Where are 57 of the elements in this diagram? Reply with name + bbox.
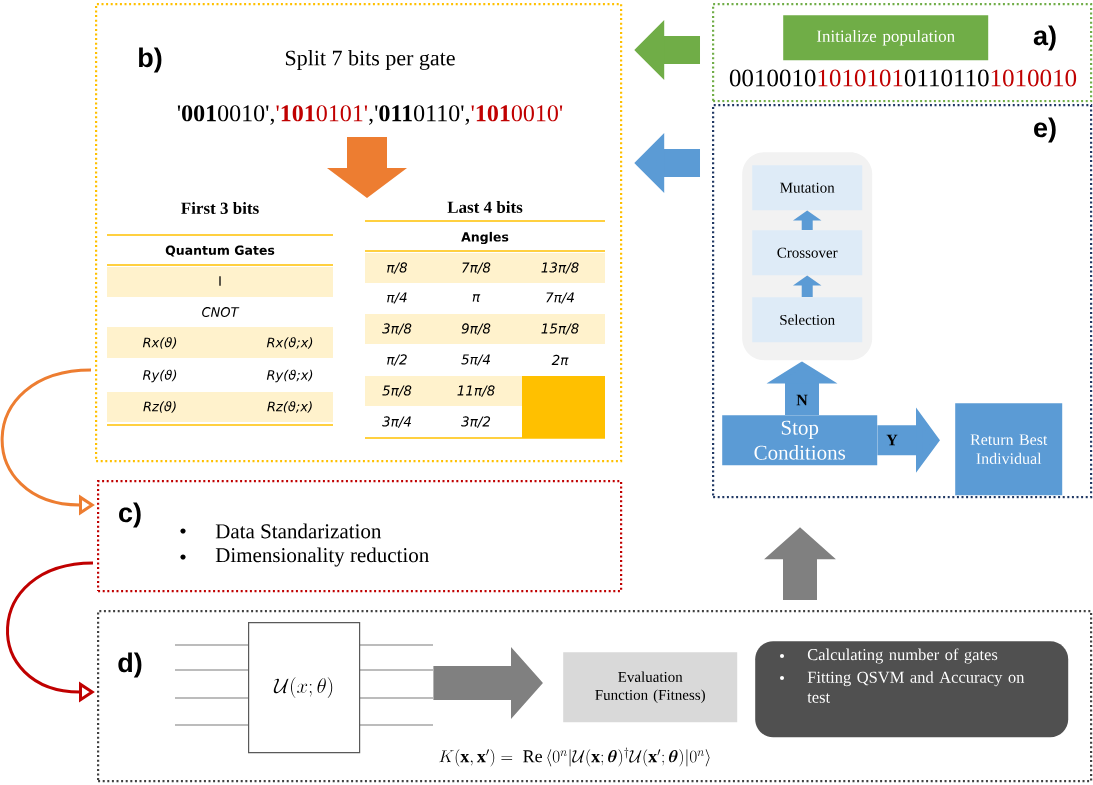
circuit-drawing: $\mathcal{U}(x;\theta)$ <box>174 622 434 754</box>
node-label: ,'0110110', <box>369 105 470 125</box>
gate-name: Ry(ϑ;x) <box>266 369 313 383</box>
panel-letter: c) <box>119 502 141 528</box>
panel-letter: a) <box>1033 25 1056 51</box>
bit-string: '0010010','1010101','0110110','1010010' <box>177 105 563 125</box>
angle-value: π/8 <box>387 262 408 274</box>
node-label: '1010101' <box>276 105 368 122</box>
process-box: Crossover <box>752 230 863 276</box>
panel-letter: b) <box>139 47 162 73</box>
gate-name: I <box>219 276 221 286</box>
column-header: Angles <box>461 231 509 245</box>
bullet-item: Data Standarization <box>180 523 382 539</box>
node-label: '1010010' <box>471 105 563 122</box>
gate-name: Ry(ϑ) <box>142 369 177 383</box>
process-box: Initialize population <box>783 15 989 61</box>
table-title: First 3 bits <box>181 202 259 214</box>
process-box: Evaluation Function (Fitness) <box>563 652 738 723</box>
panel-letter: d) <box>118 652 142 678</box>
angle-value: π/4 <box>387 292 407 304</box>
angle-value: 5π/8 <box>382 385 412 397</box>
panel-heading: Split 7 bits per gate <box>285 50 455 70</box>
angle-value: 3π/2 <box>461 416 491 428</box>
table-title: Last 4 bits <box>447 201 523 213</box>
gate-name: CNOT <box>202 307 240 317</box>
bullet-item: Dimensionality reduction <box>180 547 429 567</box>
angle-value: 7π/4 <box>546 292 574 304</box>
gate-name: Rz(ϑ) <box>143 401 176 413</box>
process-box: Selection <box>752 297 863 343</box>
result-box: Calculating number of gates Fitting QSVM and Accuracy on test <box>755 641 1069 738</box>
panel-letter: e) <box>1034 117 1056 143</box>
process-box: Mutation <box>752 165 863 211</box>
process-box: Return Best Individual <box>955 403 1063 496</box>
bit-string: 0010010101010101101101010010 <box>729 69 1077 87</box>
angle-value: 7π/8 <box>462 262 491 274</box>
angle-value: 13π/8 <box>541 262 579 274</box>
angle-value: π <box>472 294 481 302</box>
angle-value: 11π/8 <box>457 385 495 397</box>
angle-value: π/2 <box>387 354 407 366</box>
angle-value: 15π/8 <box>541 323 579 335</box>
gate-name: Rx(ϑ) <box>142 337 177 349</box>
angle-value: 2π <box>551 354 569 366</box>
gate-name: Rz(ϑ;x) <box>267 401 312 413</box>
kernel-formula: $K(\mathbf{x},\mathbf{x}')=\;\mathrm{Re}\,\langle 0^n|\mathcal{U}(\mathbf{x};\boldsymbol{\theta})^{\dagger}\mathcal{U}(\mathbf{x}';\boldsymbol{\theta})|0^n\rangle$ <box>439 747 710 767</box>
angle-value: 3π/8 <box>382 323 412 335</box>
process-box: Stop Conditions <box>722 415 878 466</box>
node-label: 0010010 <box>729 69 816 87</box>
node-label: '0010010', <box>177 105 274 125</box>
column-header: Quantum Gates <box>165 245 275 257</box>
angle-value: 5π/4 <box>461 354 490 366</box>
angle-value: 3π/4 <box>382 416 411 428</box>
node-label: 1010101 <box>818 69 903 87</box>
gate-name: Rx(ϑ;x) <box>266 337 313 349</box>
node-label: 1010010 <box>991 69 1077 87</box>
angle-value: 9π/8 <box>461 323 491 335</box>
node-label: 0110110 <box>904 69 989 87</box>
node-label: Stop Conditions <box>754 420 846 460</box>
